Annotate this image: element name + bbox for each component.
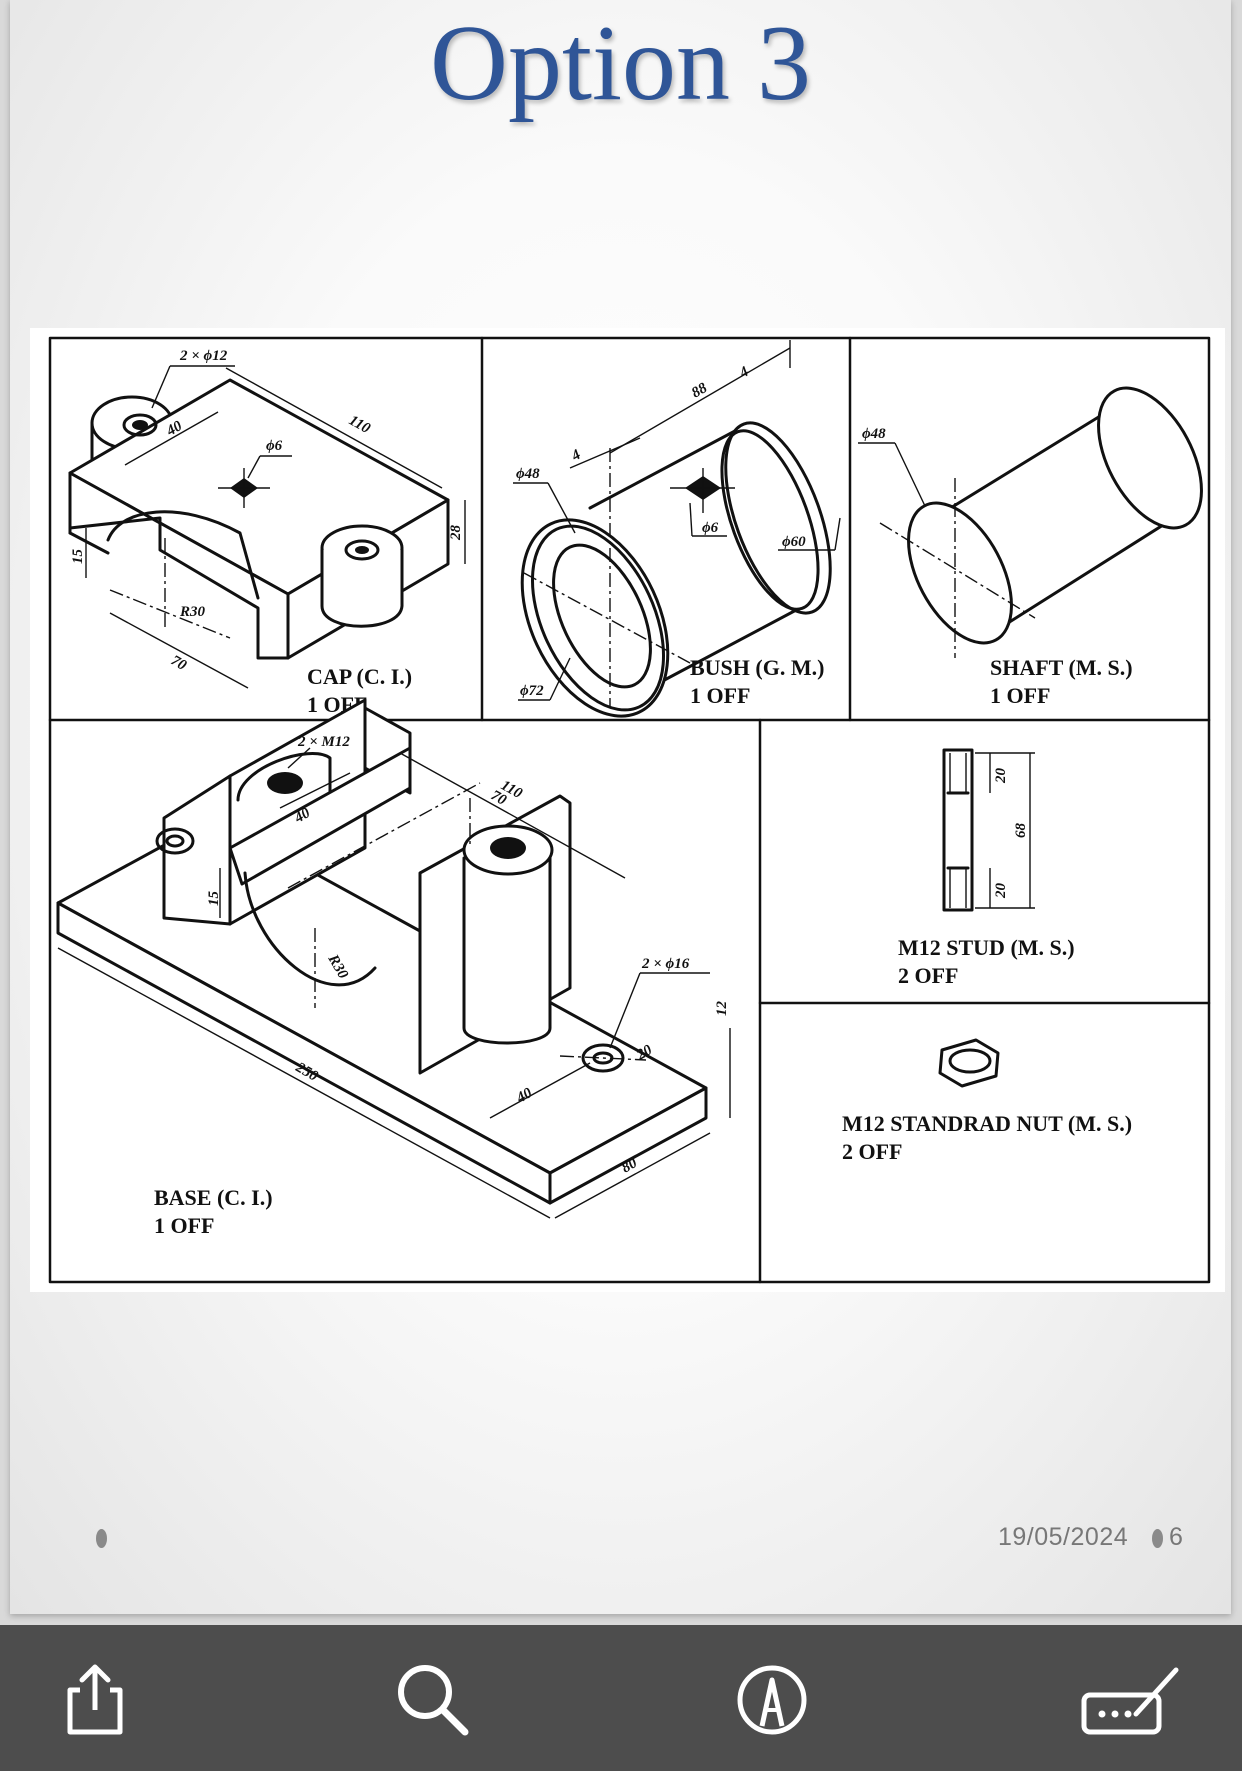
dim-base-12: 12: [714, 1001, 730, 1017]
dim-bush-88: 88: [689, 380, 710, 402]
slide: Option 3: [10, 0, 1231, 1614]
dim-cap-phi6: ϕ6: [266, 438, 283, 454]
dim-base-40b: 40: [513, 1085, 535, 1107]
dim-stud-20a: 20: [993, 768, 1009, 785]
markup-pen-icon: [737, 1665, 807, 1735]
stud-qty: 2 OFF: [898, 963, 959, 988]
shaft-qty: 1 OFF: [990, 683, 1051, 708]
base-drawing: 2 × M12 110 70 40 15 R30 250 2 × ϕ16 12 …: [56, 698, 731, 1238]
dim-cap-r30: R30: [179, 604, 206, 620]
bush-qty: 1 OFF: [690, 683, 751, 708]
base-label: BASE (C. I.): [154, 1185, 273, 1210]
search-icon: [398, 1665, 469, 1736]
search-button[interactable]: [388, 1655, 478, 1745]
bottom-toolbar: [0, 1625, 1242, 1771]
slide-date: 19/05/2024: [998, 1523, 1129, 1551]
keyboard-pen-icon: [1081, 1667, 1178, 1735]
dim-base-20: 20: [633, 1042, 655, 1064]
dim-base-16: 2 × ϕ16: [641, 956, 690, 972]
dim-stud-20b: 20: [993, 883, 1009, 900]
dim-cap-110: 110: [346, 413, 373, 438]
base-qty: 1 OFF: [154, 1213, 215, 1238]
shaft-drawing: ϕ48 SHAFT (M. S.) 1 OFF: [858, 386, 1203, 708]
nut-label: M12 STANDRAD NUT (M. S.): [842, 1111, 1132, 1136]
dim-cap-28: 28: [448, 525, 464, 542]
shaft-label: SHAFT (M. S.): [990, 655, 1133, 680]
dim-bush-phi48: ϕ48: [516, 466, 540, 482]
dim-base-15: 15: [206, 891, 222, 907]
drawing-frame: [48, 336, 1211, 1284]
engineering-drawing: 2 × ϕ12 110 40 ϕ6 28 15 R30 70 CAP (C. I…: [30, 328, 1225, 1292]
dim-base-m12: 2 × M12: [297, 734, 350, 750]
dim-bush-phi72: ϕ72: [520, 683, 544, 699]
dim-cap-40: 40: [163, 418, 185, 440]
bush-drawing: 88 4 4 ϕ48 ϕ6 ϕ60 ϕ72 BUSH (G. M.) 1 OFF: [513, 340, 841, 718]
dim-bush-phi6: ϕ6: [702, 520, 719, 536]
bush-label: BUSH (G. M.): [690, 655, 824, 680]
cap-label: CAP (C. I.): [307, 664, 412, 689]
share-button[interactable]: [50, 1655, 140, 1745]
stud-label: M12 STUD (M. S.): [898, 935, 1075, 960]
stud-drawing: 20 68 20 M12 STUD (M. S.) 2 OFF: [898, 748, 1075, 988]
cap-drawing: 2 × ϕ12 110 40 ϕ6 28 15 R30 70 CAP (C. I…: [68, 348, 466, 717]
nut-qty: 2 OFF: [842, 1139, 903, 1164]
dim-bush-4b: 4: [568, 447, 584, 465]
dim-cap-15: 15: [70, 549, 86, 565]
slide-title: Option 3: [429, 4, 811, 123]
dim-base-40a: 40: [291, 805, 313, 827]
dim-bush-4a: 4: [736, 364, 752, 382]
footer-left-dot: [96, 1529, 107, 1548]
dim-stud-68: 68: [1013, 823, 1029, 839]
dim-cap-70: 70: [168, 653, 189, 675]
dim-bush-phi60: ϕ60: [782, 534, 806, 550]
dim-cap-holes: 2 × ϕ12: [179, 348, 228, 364]
markup-button[interactable]: [727, 1655, 817, 1745]
drawing-svg: 2 × ϕ12 110 40 ϕ6 28 15 R30 70 CAP (C. I…: [48, 336, 1211, 1284]
dim-shaft-phi48: ϕ48: [862, 426, 886, 442]
slide-number: 6: [1169, 1523, 1183, 1551]
footer-right-dot: [1152, 1529, 1163, 1548]
nut-drawing: M12 STANDRAD NUT (M. S.) 2 OFF: [842, 1038, 1132, 1164]
edit-button[interactable]: [1075, 1655, 1185, 1745]
share-icon: [67, 1664, 123, 1735]
